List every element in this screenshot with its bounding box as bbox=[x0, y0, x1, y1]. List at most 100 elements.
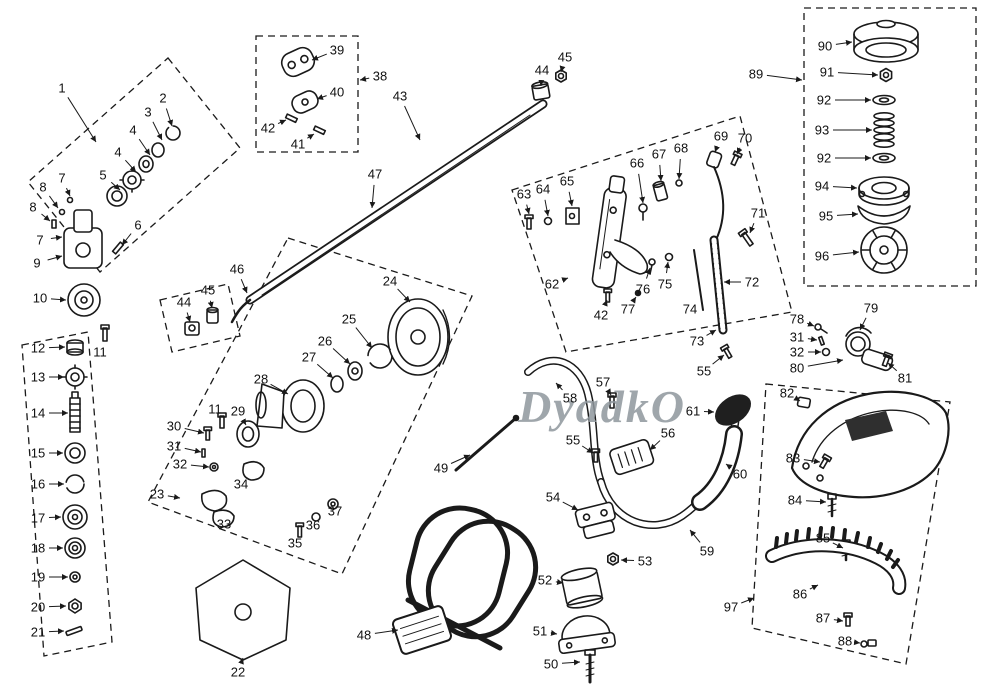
part-label-55: 55 bbox=[566, 433, 580, 448]
leader-line-3 bbox=[152, 121, 163, 141]
leader-line-81 bbox=[887, 362, 898, 372]
leader-line-5 bbox=[110, 181, 121, 191]
part-label-32: 32 bbox=[790, 345, 804, 360]
leader-line-70 bbox=[736, 147, 743, 155]
leader-line-53 bbox=[620, 557, 635, 564]
part-label-62: 62 bbox=[545, 277, 559, 292]
part-label-7: 7 bbox=[58, 171, 65, 186]
part-label-85: 85 bbox=[816, 531, 830, 546]
leader-line-82 bbox=[793, 395, 801, 402]
leader-line-27 bbox=[316, 363, 334, 379]
leader-line-47 bbox=[369, 184, 376, 209]
handle-clamp-parts bbox=[280, 46, 327, 136]
part-label-40: 40 bbox=[330, 85, 344, 100]
part-label-41: 41 bbox=[291, 137, 305, 152]
leader-line-46 bbox=[240, 278, 248, 294]
part-label-65: 65 bbox=[560, 174, 574, 189]
leader-line-86 bbox=[809, 584, 819, 591]
tri-blade bbox=[195, 559, 291, 661]
part-label-45: 45 bbox=[558, 50, 572, 65]
leader-line-31 bbox=[807, 336, 818, 343]
leader-line-7 bbox=[64, 187, 71, 197]
part-label-3: 3 bbox=[144, 105, 151, 120]
leader-lines bbox=[41, 39, 898, 666]
part-label-93: 93 bbox=[815, 123, 829, 138]
leader-line-65 bbox=[567, 191, 574, 207]
leader-line-31 bbox=[184, 447, 202, 454]
leader-line-79 bbox=[859, 317, 867, 331]
part-label-80: 80 bbox=[790, 361, 804, 376]
part-label-48: 48 bbox=[357, 628, 371, 643]
leader-line-24 bbox=[397, 288, 411, 303]
leader-line-50 bbox=[561, 659, 581, 666]
part-label-59: 59 bbox=[700, 544, 714, 559]
part-label-33: 33 bbox=[217, 517, 231, 532]
gear-head-assembly bbox=[51, 125, 181, 342]
leader-line-80 bbox=[807, 358, 844, 367]
leader-line-90 bbox=[835, 39, 853, 46]
part-label-72: 72 bbox=[745, 275, 759, 290]
part-label-63: 63 bbox=[517, 187, 531, 202]
leader-line-77 bbox=[630, 296, 637, 304]
part-label-18: 18 bbox=[31, 541, 45, 556]
part-label-10: 10 bbox=[33, 291, 47, 306]
part-label-19: 19 bbox=[31, 570, 45, 585]
leader-line-57 bbox=[605, 388, 612, 396]
leader-line-26 bbox=[332, 348, 351, 365]
box-shaft-parts-strip bbox=[21, 331, 113, 657]
part-label-92: 92 bbox=[817, 151, 831, 166]
leader-line-29 bbox=[240, 418, 247, 426]
part-label-94: 94 bbox=[815, 179, 829, 194]
leader-line-55 bbox=[712, 354, 725, 365]
part-label-5: 5 bbox=[99, 168, 106, 183]
trimmer-head-assembly bbox=[853, 19, 919, 274]
part-label-78: 78 bbox=[790, 312, 804, 327]
part-label-31: 31 bbox=[790, 330, 804, 345]
part-label-21: 21 bbox=[31, 625, 45, 640]
part-label-7: 7 bbox=[36, 233, 43, 248]
part-label-60: 60 bbox=[733, 467, 747, 482]
part-label-73: 73 bbox=[690, 334, 704, 349]
leader-line-49 bbox=[450, 454, 471, 464]
part-label-31: 31 bbox=[167, 439, 181, 454]
leader-line-89 bbox=[766, 74, 803, 83]
leader-line-20 bbox=[48, 603, 67, 610]
part-label-90: 90 bbox=[818, 39, 832, 54]
part-label-91: 91 bbox=[820, 65, 834, 80]
leader-line-83 bbox=[803, 458, 821, 465]
box-handle-clamp bbox=[255, 35, 359, 153]
part-label-46: 46 bbox=[230, 262, 244, 277]
part-label-81: 81 bbox=[898, 371, 912, 386]
loop-handle bbox=[392, 505, 539, 655]
part-label-68: 68 bbox=[674, 141, 688, 156]
drive-tube bbox=[184, 69, 568, 336]
leader-line-56 bbox=[649, 440, 661, 451]
part-label-2: 2 bbox=[159, 91, 166, 106]
part-label-38: 38 bbox=[373, 69, 387, 84]
leader-line-88 bbox=[853, 639, 861, 646]
part-label-45: 45 bbox=[201, 283, 215, 298]
leader-line-4 bbox=[124, 159, 137, 173]
leader-line-91 bbox=[837, 71, 879, 78]
leader-line-62 bbox=[561, 277, 569, 283]
part-label-54: 54 bbox=[546, 490, 560, 505]
leader-line-25 bbox=[355, 327, 373, 349]
part-label-37: 37 bbox=[328, 504, 342, 519]
leader-line-23 bbox=[167, 494, 181, 500]
leader-line-22 bbox=[238, 657, 244, 665]
throttle-rod bbox=[454, 414, 520, 472]
part-label-14: 14 bbox=[31, 406, 45, 421]
part-label-74: 74 bbox=[683, 302, 697, 317]
leader-line-43 bbox=[404, 105, 421, 141]
barrier-clamp bbox=[814, 323, 894, 372]
part-label-50: 50 bbox=[544, 657, 558, 672]
leader-line-58 bbox=[555, 382, 563, 391]
part-label-4: 4 bbox=[129, 123, 136, 138]
part-label-77: 77 bbox=[621, 302, 635, 317]
leader-line-7 bbox=[50, 234, 63, 241]
part-label-69: 69 bbox=[714, 129, 728, 144]
part-label-83: 83 bbox=[786, 451, 800, 466]
box-throttle-assembly bbox=[511, 115, 793, 353]
part-label-56: 56 bbox=[661, 426, 675, 441]
